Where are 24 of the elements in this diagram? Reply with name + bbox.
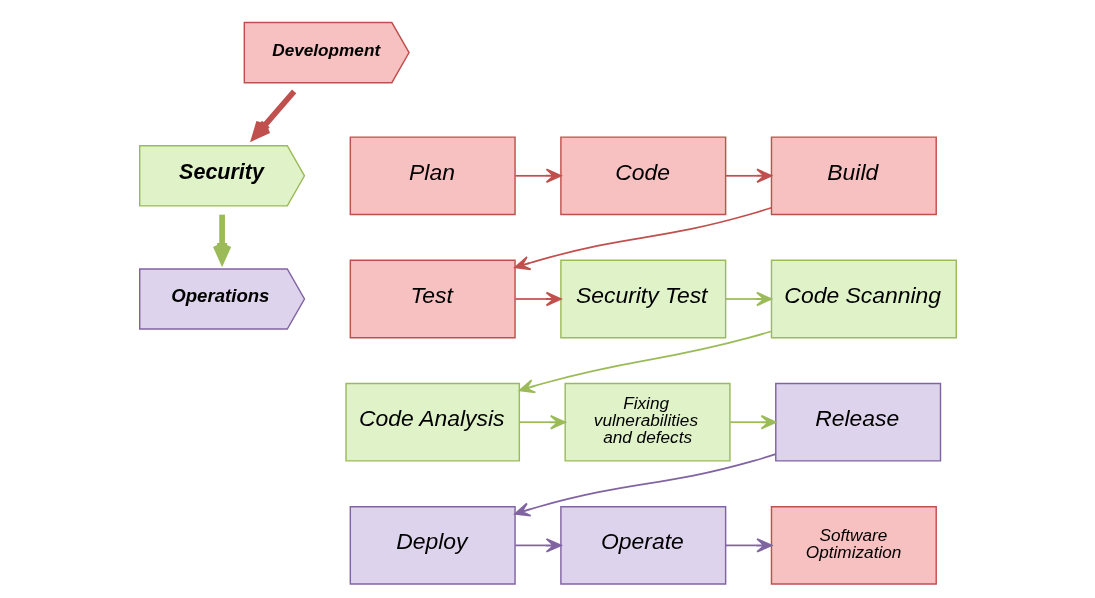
arrow: [514, 168, 562, 184]
node-box: Security Test: [559, 259, 726, 339]
node-box: Fixing vulnerabilities and defects: [563, 382, 731, 462]
node-box: Code: [559, 136, 726, 216]
node-box: Operate: [559, 506, 726, 585]
arrow: [513, 206, 772, 271]
arrow: [514, 538, 562, 553]
node-box: Deploy: [349, 506, 516, 585]
node-box: Plan: [349, 136, 516, 216]
arrow: [724, 168, 772, 184]
node-box: Build: [770, 136, 937, 216]
node-box: Release: [774, 382, 941, 462]
arrow: [724, 538, 772, 553]
arrow: [513, 453, 777, 517]
arrow: [728, 414, 777, 430]
node-box: Code Analysis: [344, 382, 520, 462]
node-box: Code Scanning: [770, 259, 957, 339]
arrow: [518, 330, 772, 394]
arrow: [724, 291, 772, 307]
arrow: [518, 414, 566, 430]
node-box: Software Optimization: [770, 506, 937, 585]
arrow: [251, 89, 296, 140]
arrow: [514, 291, 562, 307]
node-box: Test: [349, 259, 516, 339]
